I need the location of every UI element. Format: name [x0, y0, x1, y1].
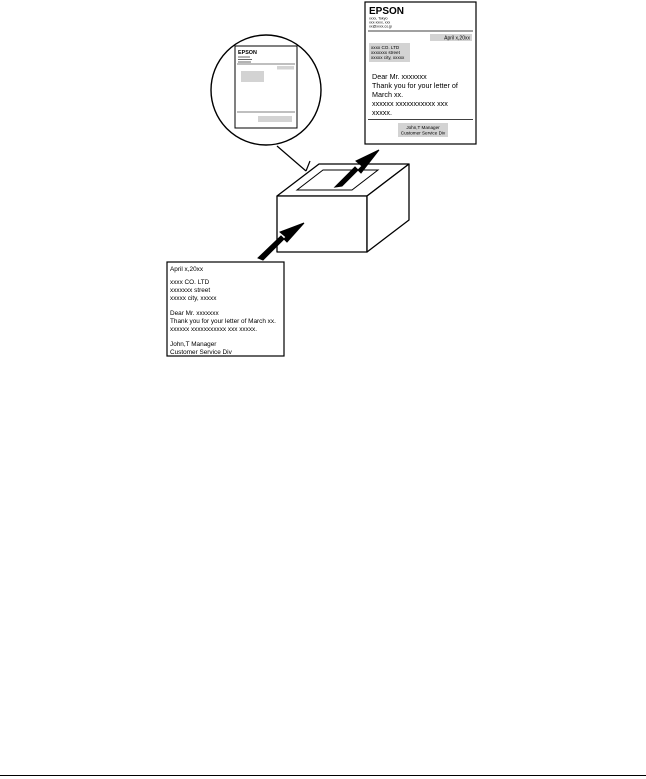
output-letter-date: April x,20xx [444, 36, 470, 42]
printer-output-slot [295, 169, 380, 191]
zoom-circle-icon: EPSON [210, 34, 322, 172]
output-letter-date-box [430, 34, 472, 41]
input-letter: April x,20xx xxxx CO. LTD xxxxxxx street… [166, 261, 285, 357]
input-letter-paper [166, 261, 285, 357]
output-letter-logo: EPSON [369, 6, 404, 17]
output-letter-signer: John,T Manager [406, 125, 440, 130]
input-letter-city: xxxxx city, xxxxx [170, 295, 217, 302]
output-letter-company: xxxx CO. LTD [371, 45, 400, 50]
zoom-tail-edge-right [305, 160, 311, 172]
output-letter-address-box [369, 43, 410, 62]
output-letter-street: xxxxxxx street [371, 50, 401, 55]
input-letter-body-line2: xxxxxx xxxxxxxxxxx xxx xxxxx. [170, 326, 257, 333]
zoom-letter-logo: EPSON [238, 50, 257, 56]
zoom-letter-signature-box [258, 116, 292, 122]
printer-side-face [366, 163, 410, 253]
printer-box [276, 163, 410, 253]
output-letter-header-line2: xxx-xxxx, xxx [369, 21, 390, 25]
input-letter-street: xxxxxxx street [170, 287, 210, 294]
printer-front-face [276, 195, 368, 253]
output-letter-body-line4: xxxxx. [372, 108, 392, 117]
input-letter-signer: John,T Manager [170, 341, 217, 348]
output-letter-signature-box [398, 123, 448, 137]
arrow-out-of-printer-icon [333, 149, 380, 188]
input-letter-company: xxxx CO. LTD [170, 279, 210, 286]
output-letter: EPSON xxxx, Tokyo xxx-xxxx, xxx xx@xxxx.… [364, 1, 477, 145]
zoom-letter-address-box [241, 71, 264, 82]
input-letter-date: April x,20xx [170, 266, 204, 273]
output-letter-body-line3: xxxxxx xxxxxxxxxxx xxx [372, 99, 448, 108]
input-letter-salutation: Dear Mr. xxxxxxx [170, 310, 219, 317]
arrow-into-printer-icon [257, 222, 305, 261]
output-letter-city: xxxxx city, xxxxx [371, 55, 405, 60]
output-letter-division: Customer Service Div [401, 131, 446, 136]
output-letter-body-line1: Thank you for your letter of [372, 81, 458, 90]
input-letter-division: Customer Service Div [170, 349, 233, 356]
output-letter-paper [364, 1, 477, 145]
output-letter-body-line2: March xx. [372, 90, 403, 99]
zoom-letter-date-box [277, 66, 294, 70]
zoom-tail-edge-left [276, 145, 307, 172]
page-footer-rule [0, 775, 646, 776]
output-letter-header-line1: xxxx, Tokyo [369, 17, 388, 21]
output-letter-salutation: Dear Mr. xxxxxxx [372, 72, 427, 81]
output-letter-header-line3: xx@xxxx.co.jp [369, 25, 392, 29]
zoom-letter-paper [234, 45, 298, 129]
input-letter-body-line1: Thank you for your letter of March xx. [170, 318, 276, 325]
